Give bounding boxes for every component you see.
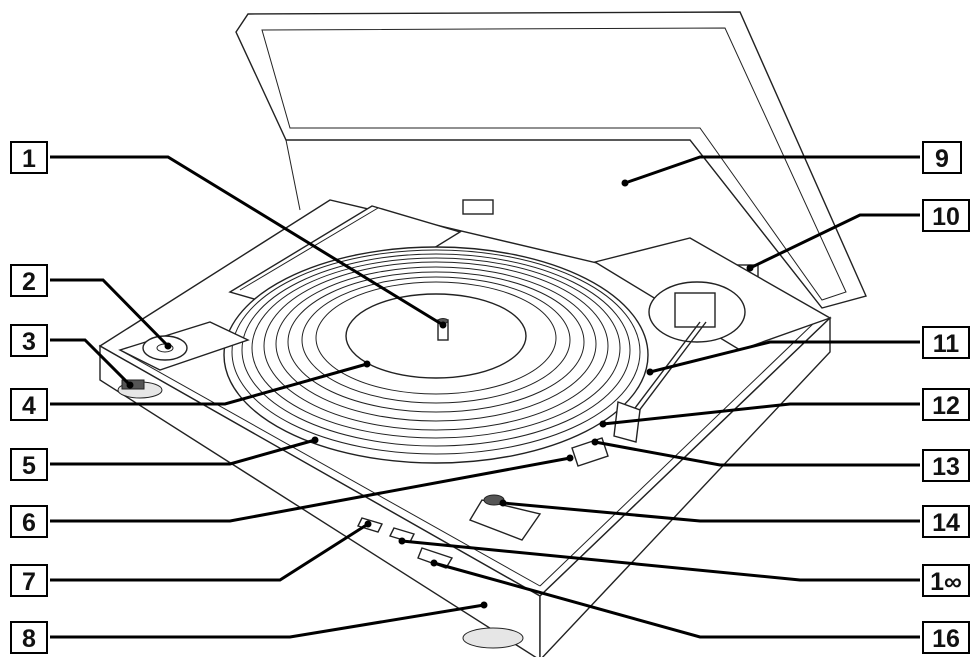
callout-15-text: 1∞: [930, 568, 962, 596]
callout-12: 12: [922, 388, 970, 421]
callout-5: 5: [10, 448, 48, 481]
callout-15: 1∞: [922, 564, 970, 597]
callout-10: 10: [922, 199, 970, 232]
callout-11: 11: [922, 326, 970, 359]
callout-13: 13: [922, 449, 970, 482]
callout-2: 2: [10, 264, 48, 297]
callout-9: 9: [922, 141, 962, 174]
callout-14: 14: [922, 505, 970, 538]
callout-6: 6: [10, 505, 48, 538]
callout-14-text: 14: [932, 509, 960, 537]
callout-4: 4: [10, 388, 48, 421]
tonearm: [571, 281, 746, 467]
callout-10-text: 10: [932, 203, 960, 231]
callout-1: 1: [10, 141, 48, 174]
callout-16: 16: [922, 621, 970, 654]
callout-4-text: 4: [22, 392, 36, 420]
callout-3-text: 3: [22, 328, 36, 356]
callout-7-text: 7: [22, 568, 36, 596]
callout-12-text: 12: [932, 392, 960, 420]
callout-9-text: 9: [935, 145, 949, 173]
callout-6-text: 6: [22, 509, 36, 537]
callout-8: 8: [10, 621, 48, 654]
callout-7: 7: [10, 564, 48, 597]
callout-1-text: 1: [22, 145, 36, 173]
callout-16-text: 16: [932, 625, 960, 653]
callout-3: 3: [10, 324, 48, 357]
callout-11-text: 11: [933, 330, 960, 358]
callout-8-text: 8: [22, 625, 36, 653]
platter: [223, 246, 649, 464]
callout-13-text: 13: [932, 453, 960, 481]
leader-lines: [50, 155, 920, 639]
adapter-holder: [118, 321, 250, 371]
callout-5-text: 5: [22, 452, 36, 480]
callout-2-text: 2: [22, 268, 36, 296]
